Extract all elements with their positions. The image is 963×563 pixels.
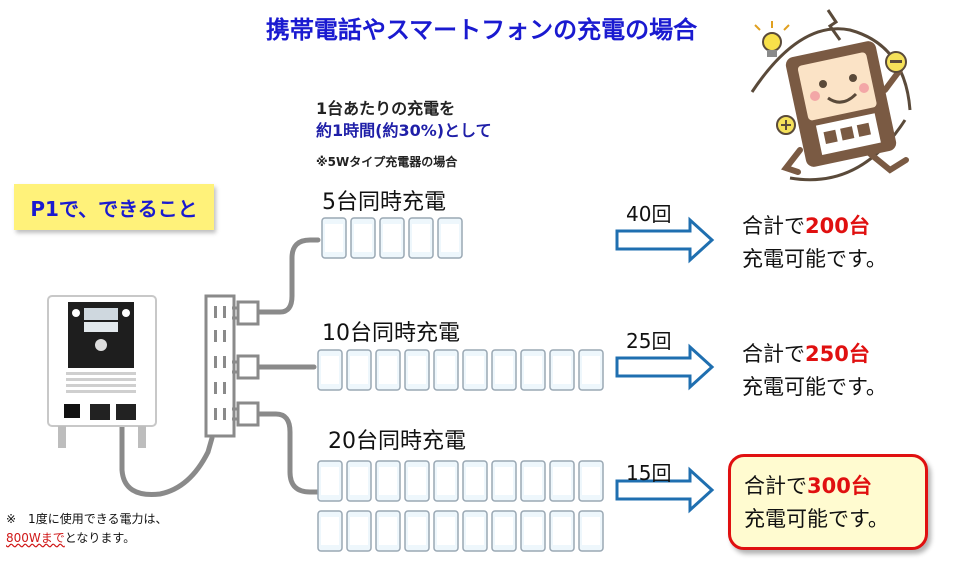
lightbulb-icon xyxy=(754,21,790,57)
footnote-highlight: 800Wまで xyxy=(6,531,65,545)
result-prefix: 合計で xyxy=(742,214,805,238)
charge-count-10: 25回 xyxy=(626,329,672,353)
charging-cables xyxy=(119,237,321,497)
arrow-right-icon xyxy=(615,216,715,264)
smartphone-screen xyxy=(350,356,368,384)
smartphone-screen xyxy=(437,356,455,384)
smartphone-screen xyxy=(437,517,455,545)
result-5: 合計で200台 充電可能です。 xyxy=(742,210,887,276)
smartphone-screen xyxy=(383,224,401,252)
assumption-note: 1台あたりの充電を 約1時間(約30%)として xyxy=(316,98,492,142)
smartphone-screen xyxy=(466,517,484,545)
smartphone-screen xyxy=(325,224,343,252)
smartphone-screen xyxy=(350,467,368,495)
smartphone-screen xyxy=(582,517,600,545)
group-label-5: 5台同時充電 xyxy=(322,190,446,215)
smartphone-screen xyxy=(321,517,339,545)
smartphone-screen xyxy=(495,467,513,495)
highlight-result-box xyxy=(728,454,928,550)
arrows xyxy=(615,216,715,514)
smartphone-screen xyxy=(321,356,339,384)
result-prefix: 合計で xyxy=(742,342,805,366)
smartphone-screen xyxy=(524,356,542,384)
power-station-icon xyxy=(47,295,157,448)
result-total: 250台 xyxy=(805,342,870,366)
result-prefix: 合計で xyxy=(744,474,807,498)
smartphone-screen xyxy=(582,356,600,384)
result-suffix: 充電可能です。 xyxy=(742,375,887,399)
result-20: 合計で300台 充電可能です。 xyxy=(744,470,889,536)
smartphone-screen xyxy=(408,517,426,545)
smartphone-screen xyxy=(321,467,339,495)
smartphone-screen xyxy=(495,517,513,545)
footnote-rest: となります。 xyxy=(64,531,136,545)
smartphone-screen xyxy=(553,467,571,495)
power-limit-footnote: ※ 1度に使用できる電力は、 800Wまでとなります。 xyxy=(6,510,167,548)
smartphone-screen xyxy=(495,356,513,384)
smartphone-screen xyxy=(379,517,397,545)
arrow-right-icon xyxy=(615,466,715,514)
smartphone-groups xyxy=(317,217,604,552)
charge-count-5: 40回 xyxy=(626,202,672,226)
smartphone-screen xyxy=(408,467,426,495)
group-label-20: 20台同時充電 xyxy=(328,429,466,454)
smartphone-screen xyxy=(582,467,600,495)
result-total: 300台 xyxy=(807,474,872,498)
footnote-line1: ※ 1度に使用できる電力は、 xyxy=(6,512,168,526)
page-title: 携帯電話やスマートフォンの充電の場合 xyxy=(265,16,698,44)
smartphone-screen xyxy=(437,467,455,495)
p1-capability-badge: P1で、できること xyxy=(14,184,214,230)
smartphone-screen xyxy=(524,517,542,545)
smartphone-screen xyxy=(350,517,368,545)
result-suffix: 充電可能です。 xyxy=(742,247,887,271)
battery-mascot-icon xyxy=(750,9,912,182)
smartphone-screen xyxy=(553,356,571,384)
charge-count-20: 15回 xyxy=(626,461,672,485)
result-suffix: 充電可能です。 xyxy=(744,507,889,531)
smartphone-screen xyxy=(466,356,484,384)
result-10: 合計で250台 充電可能です。 xyxy=(742,338,887,404)
assumption-note-line1: 1台あたりの充電を xyxy=(316,99,456,118)
charger-type-note: ※5Wタイプ充電器の場合 xyxy=(316,155,458,169)
result-total: 200台 xyxy=(805,214,870,238)
smartphone-screen xyxy=(412,224,430,252)
smartphone-screen xyxy=(524,467,542,495)
smartphone-screen xyxy=(408,356,426,384)
smartphone-screen xyxy=(379,356,397,384)
smartphone-screen xyxy=(379,467,397,495)
group-label-10: 10台同時充電 xyxy=(322,321,460,346)
assumption-note-line2: 約1時間(約30%)として xyxy=(316,121,492,140)
smartphone-screen xyxy=(441,224,459,252)
power-strip-icon xyxy=(204,294,260,438)
smartphone-screen xyxy=(354,224,372,252)
smartphone-screen xyxy=(466,467,484,495)
arrow-right-icon xyxy=(615,343,715,391)
smartphone-screen xyxy=(553,517,571,545)
